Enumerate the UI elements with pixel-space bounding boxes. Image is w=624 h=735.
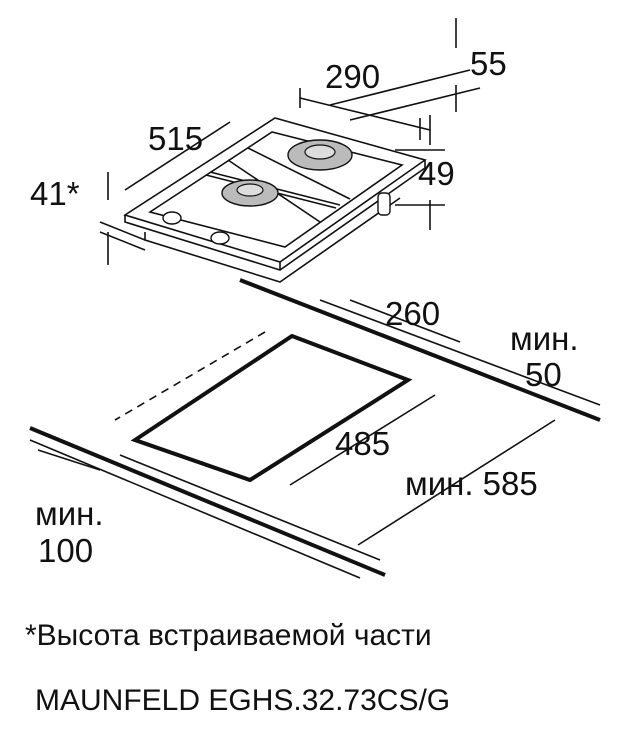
dimension-line	[37, 449, 101, 471]
dim-depth-gap: 55	[470, 45, 507, 82]
knob	[210, 231, 230, 245]
burner-rear-cap	[304, 144, 336, 160]
dimension-line	[99, 221, 146, 241]
dimension-line	[289, 394, 436, 486]
dim-depth: 515	[148, 120, 203, 157]
countertop	[29, 278, 601, 579]
knob	[162, 211, 182, 225]
cutout	[130, 333, 413, 483]
dim-min-depth: мин. 585	[405, 465, 538, 502]
dimension-line	[357, 419, 556, 546]
dimension-line	[124, 121, 231, 191]
hob-body-edge	[144, 197, 401, 283]
hidden-edge-dashed	[114, 331, 266, 421]
countertop-front-inner-line	[119, 454, 381, 561]
dimension-lines	[37, 18, 556, 546]
gas-connector	[377, 192, 391, 216]
grate	[148, 131, 404, 248]
hob-drawing	[123, 117, 427, 283]
countertop-side-line	[319, 299, 601, 406]
burner-front-cap	[236, 183, 264, 197]
dim-min-front-value: 100	[38, 532, 93, 569]
countertop-back-edge	[239, 278, 601, 422]
dimension-line	[99, 231, 146, 251]
dim-min-side-value: 50	[525, 356, 562, 393]
dimension-line	[299, 97, 431, 131]
dim-cutout-width: 260	[385, 295, 440, 332]
grate-bar	[247, 147, 351, 200]
dim-height: 49	[418, 155, 455, 192]
dim-built-in-height: 41*	[30, 175, 80, 212]
countertop-front-lower-edge	[29, 439, 361, 579]
dim-cutout-depth: 485	[335, 425, 390, 462]
dimension-line	[329, 69, 471, 106]
dim-min-front-label: мин.	[35, 495, 104, 532]
dim-width-top: 290	[325, 58, 380, 95]
dim-min-side-label: мин.	[510, 320, 579, 357]
footnote: *Высота встраиваемой части	[25, 619, 432, 652]
countertop-front-edge	[29, 426, 386, 577]
dimension-line	[349, 87, 481, 121]
model-name: MAUNFELD EGHS.32.73CS/G	[35, 684, 450, 717]
dimension-line	[349, 299, 461, 343]
